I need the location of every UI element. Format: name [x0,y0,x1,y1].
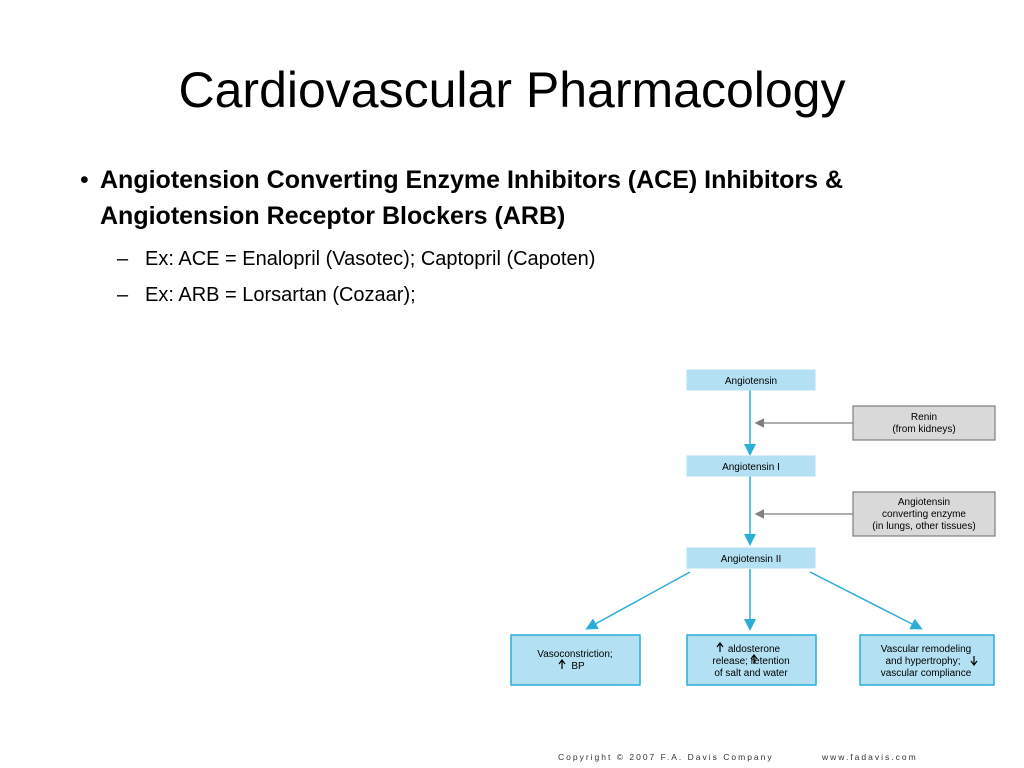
angiotensin-box: Angiotensin [686,369,816,391]
dash-icon: – [117,248,129,270]
vasoconstriction-box: Vasoconstriction; BP [510,634,641,686]
angiotensin-2-label: Angiotensin II [721,554,782,565]
ace-label-1: Angiotensin [898,497,950,508]
renin-box: Renin (from kidneys) [852,405,996,441]
renin-label-1: Renin [911,412,937,423]
down-arrow-icon [970,656,978,666]
copyright-text: Copyright © 2007 F.A. Davis Company [558,752,774,762]
release-label: release; retention [712,656,789,667]
bullet-dot-icon: • [80,166,89,194]
arrow-to-vasoconstriction [585,571,691,630]
main-bullet: • Angiotension Converting Enzyme Inhibit… [60,162,1010,234]
ace-label-3: (in lungs, other tissues) [872,521,975,532]
sub-bullet-ace: – Ex: ACE = Enalopril (Vasotec); Captopr… [60,244,1010,274]
angiotensin-1-label: Angiotensin I [722,462,780,473]
main-bullet-line2: Angiotension Receptor Blockers (ARB) [100,202,566,230]
hypertrophy-label: and hypertrophy; [885,656,960,667]
arrow-to-remodeling [809,571,923,630]
bp-label: BP [571,661,585,672]
angiotensin-1-box: Angiotensin I [686,455,816,477]
up-arrow-icon [558,659,566,669]
sub-bullet-text: Ex: ARB = Lorsartan (Cozaar); [145,284,416,306]
vasoconstriction-label: Vasoconstriction; [537,649,612,660]
aldosterone-label: aldosterone [728,644,781,655]
slide-title: Cardiovascular Pharmacology [178,62,846,118]
angiotensin-2-box: Angiotensin II [686,547,816,569]
angiotensin-label: Angiotensin [725,376,777,387]
main-bullet-line1: Angiotension Converting Enzyme Inhibitor… [100,166,844,194]
sub-bullet-text: Ex: ACE = Enalopril (Vasotec); Captopril… [145,248,596,270]
up-arrow-icon [716,642,724,652]
compliance-label: vascular compliance [881,668,972,679]
aldosterone-box: aldosterone release; retention of salt a… [686,634,817,686]
website-text: www.fadavis.com [822,752,918,762]
ace-box: Angiotensin converting enzyme (in lungs,… [852,491,996,537]
remodeling-label: Vascular remodeling [881,644,971,655]
sub-bullet-arb: – Ex: ARB = Lorsartan (Cozaar); [60,280,1010,310]
bullet-list: • Angiotension Converting Enzyme Inhibit… [60,162,1010,310]
salt-water-label: of salt and water [714,668,788,679]
renin-label-2: (from kidneys) [892,424,955,435]
dash-icon: – [117,284,129,306]
remodeling-box: Vascular remodeling and hypertrophy; vas… [859,634,995,686]
up-arrow-icon [750,654,758,664]
ace-label-2: converting enzyme [882,509,966,520]
